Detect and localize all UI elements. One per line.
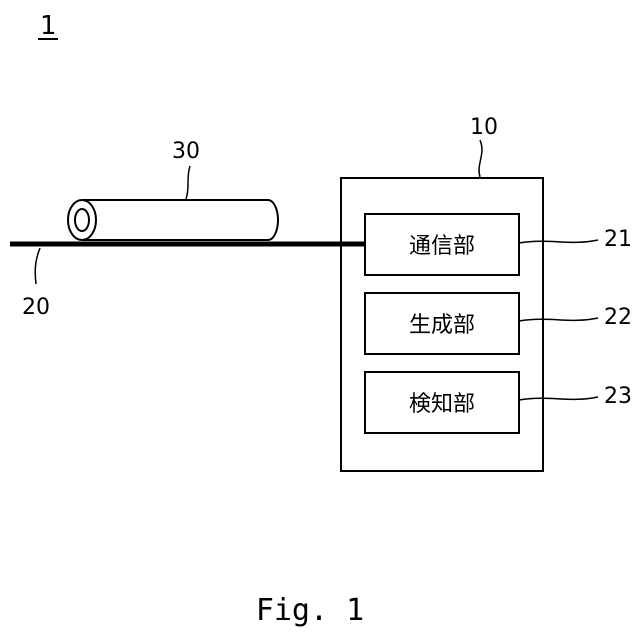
unit-ref-label-21: 21 — [604, 227, 632, 252]
system-ref-label: 10 — [470, 115, 498, 140]
unit-leader-line-21 — [519, 240, 598, 243]
tube-cylinder — [68, 200, 278, 240]
tube-ref-label: 30 — [172, 139, 200, 164]
figure-caption: Fig. 1 — [256, 593, 364, 628]
tube-leader-line — [186, 166, 190, 199]
unit-leader-line-23 — [519, 397, 598, 400]
cable-leader-line — [35, 248, 40, 284]
unit-leader-line-22 — [519, 318, 598, 321]
unit-label-detection: 検知部 — [409, 392, 475, 417]
figure-number-label: 1 — [40, 11, 57, 41]
unit-label-communication: 通信部 — [409, 234, 475, 259]
unit-ref-label-22: 22 — [604, 305, 632, 330]
unit-ref-label-23: 23 — [604, 384, 632, 409]
cable-ref-label: 20 — [22, 295, 50, 320]
system-leader-line — [479, 140, 482, 177]
unit-label-generation: 生成部 — [409, 313, 475, 338]
